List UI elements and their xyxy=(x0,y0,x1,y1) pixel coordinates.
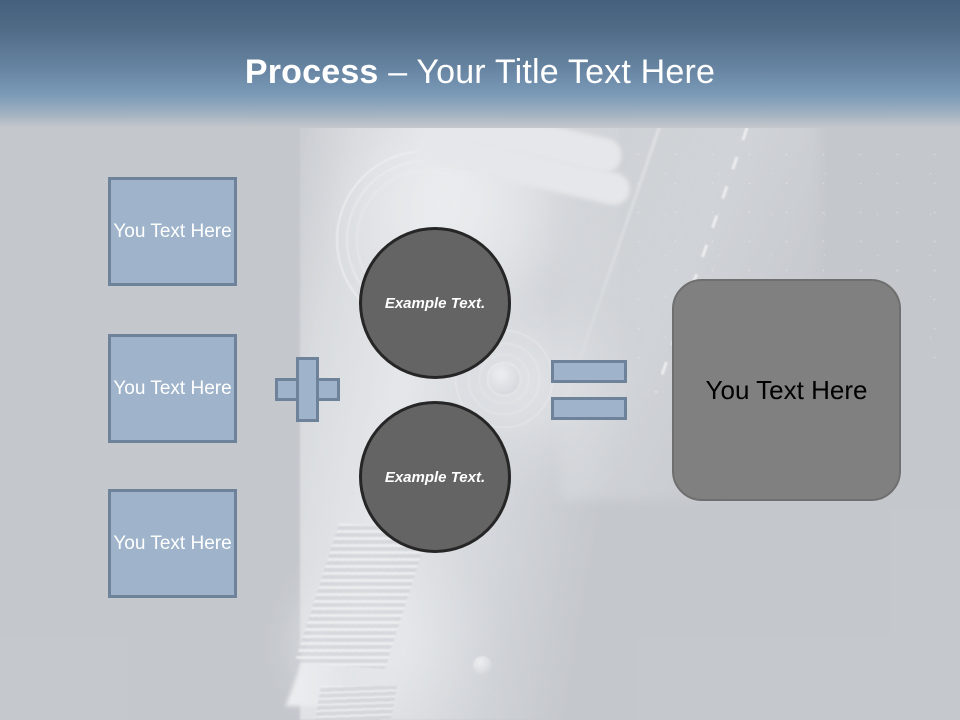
photo-dial-ring-3 xyxy=(479,354,529,404)
photo-dial-ring-2 xyxy=(468,343,540,415)
plus-operator-icon xyxy=(275,357,340,422)
title-band xyxy=(0,0,960,128)
page-title-strong: Process xyxy=(244,53,379,91)
process-circle-2-label: Example Text. xyxy=(384,468,486,486)
page-title: Process – Your Title Text Here xyxy=(0,50,960,94)
process-circle-1-label: Example Text. xyxy=(384,294,486,312)
equals-bottom-bar xyxy=(551,397,627,420)
page-title-rest: – Your Title Text Here xyxy=(378,53,716,91)
result-box[interactable]: You Text Here xyxy=(672,279,901,501)
input-box-2-label: You Text Here xyxy=(113,377,232,399)
photo-dial-center xyxy=(487,362,521,396)
input-box-1-label: You Text Here xyxy=(113,220,232,242)
process-circle-2[interactable]: Example Text. xyxy=(359,401,511,553)
process-circle-1[interactable]: Example Text. xyxy=(359,227,511,379)
plus-center-patch xyxy=(299,381,316,398)
input-box-2[interactable]: You Text Here xyxy=(108,334,237,443)
input-box-3[interactable]: You Text Here xyxy=(108,489,237,598)
equals-operator-icon xyxy=(551,360,627,420)
input-box-1[interactable]: You Text Here xyxy=(108,177,237,286)
photo-round-button xyxy=(473,656,492,675)
equals-top-bar xyxy=(551,360,627,383)
result-box-label: You Text Here xyxy=(705,375,868,405)
input-box-3-label: You Text Here xyxy=(113,532,232,554)
